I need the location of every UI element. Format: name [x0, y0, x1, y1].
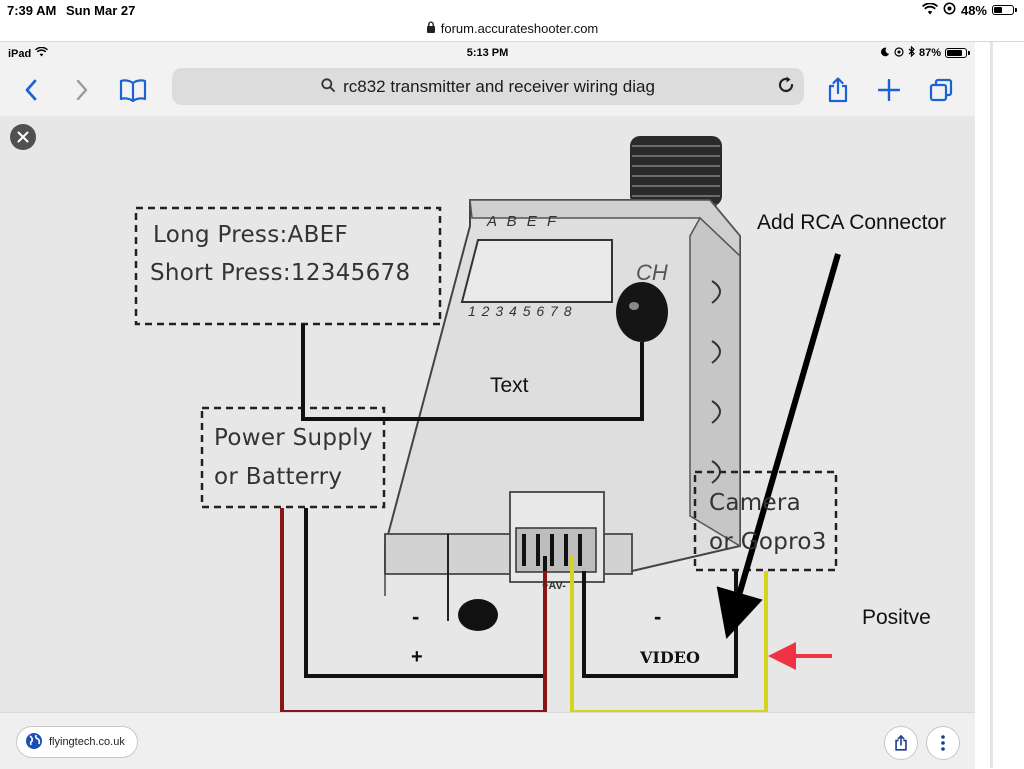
tabs-icon [929, 78, 953, 102]
inner-status-right: 87% [880, 45, 970, 60]
bookmarks-button[interactable] [116, 74, 150, 106]
inner-status-bar: iPad 5:13 PM 87% [0, 42, 975, 64]
source-share-button[interactable] [884, 726, 918, 760]
keys-line-2: Short Press:12345678 [150, 260, 411, 286]
tabs-button[interactable] [924, 74, 958, 106]
magnifier-icon [321, 77, 336, 97]
inner-battery-percent: 87% [918, 47, 941, 59]
search-query-text: rc832 transmitter and receiver wiring di… [343, 76, 655, 96]
chevron-right-icon [76, 79, 88, 101]
keys-line-1: Long Press:ABEF [153, 222, 349, 248]
device-top-label: A B E F [487, 213, 560, 230]
close-icon [17, 131, 29, 143]
book-icon [119, 79, 147, 102]
video-label: VIDEO [640, 648, 700, 667]
more-options-button[interactable] [926, 726, 960, 760]
share-button[interactable] [821, 74, 855, 106]
transmitter-device [384, 199, 741, 631]
power-box [200, 406, 386, 509]
plus-label: + [411, 646, 423, 668]
inner-device-label: iPad [8, 46, 49, 60]
battery-percent: 48% [960, 2, 987, 18]
camera-line-1: Camera [709, 490, 802, 516]
location-icon [894, 46, 904, 60]
status-time: 7:39 AM [7, 3, 57, 18]
reload-icon [778, 76, 794, 93]
globe-icon [25, 732, 43, 753]
image-viewer: A B E F 1 2 3 4 5 6 7 8 CH +AV- Long Pre… [0, 116, 975, 712]
browser-toolbar: rc832 transmitter and receiver wiring di… [0, 64, 975, 117]
device-ch-label: CH [636, 260, 668, 285]
device-name: iPad [8, 47, 32, 60]
divider [0, 41, 1024, 42]
battery-icon [992, 5, 1017, 15]
inner-time: 5:13 PM [466, 47, 509, 59]
moon-icon [880, 47, 890, 60]
url-domain: forum.accurateshooter.com [440, 20, 599, 36]
battery-level [947, 50, 962, 56]
power-line-2: or Batterry [214, 464, 343, 490]
share-icon [895, 735, 907, 751]
wifi-icon [921, 2, 939, 18]
power-positive-wire [280, 508, 545, 712]
right-page-margin [975, 42, 1024, 768]
connector-label: +AV- [542, 580, 566, 592]
video-signal-wire [570, 556, 768, 712]
location-icon [943, 2, 956, 18]
reload-button[interactable] [776, 75, 796, 100]
share-icon [828, 77, 848, 103]
text-annotation: Text [490, 374, 529, 397]
embedded-screenshot: iPad 5:13 PM 87% [0, 42, 975, 769]
battery-icon [945, 48, 970, 58]
rca-annotation: Add RCA Connector [757, 211, 947, 234]
keys-wire [301, 324, 644, 421]
minus-left-label: - [412, 604, 420, 629]
keys-box [134, 206, 442, 326]
bluetooth-icon [908, 45, 915, 60]
back-button[interactable] [14, 74, 48, 106]
minus-right-label: - [654, 604, 662, 629]
browser-url-bar[interactable]: forum.accurateshooter.com [0, 17, 1024, 39]
status-date: Sun Mar 27 [66, 3, 136, 18]
source-site-text: flyingtech.co.uk [49, 736, 125, 748]
camera-line-2: or Gopro3 [709, 529, 827, 555]
forward-button[interactable] [65, 74, 99, 106]
plus-icon [878, 79, 900, 101]
chevron-left-icon [25, 79, 37, 101]
scroll-track [990, 42, 993, 768]
wifi-icon [35, 46, 49, 60]
wiring-diagram [134, 136, 841, 712]
new-tab-button[interactable] [872, 74, 906, 106]
rca-arrow [716, 253, 841, 640]
address-search-field[interactable]: rc832 transmitter and receiver wiring di… [172, 68, 804, 105]
image-source-bar: flyingtech.co.uk [0, 712, 975, 769]
power-line-1: Power Supply [214, 425, 373, 451]
status-right: 48% [921, 2, 1017, 18]
lock-icon [426, 21, 436, 36]
ellipsis-icon [941, 735, 945, 751]
source-site-chip[interactable]: flyingtech.co.uk [16, 726, 138, 758]
positive-annotation: Positve [862, 606, 931, 629]
device-status-bar: 7:39 AM Sun Mar 27 48% [0, 0, 1024, 22]
battery-level [994, 7, 1003, 13]
positive-arrow [768, 642, 832, 670]
close-viewer-button[interactable] [10, 124, 36, 150]
device-digits-label: 1 2 3 4 5 6 7 8 [468, 303, 573, 319]
